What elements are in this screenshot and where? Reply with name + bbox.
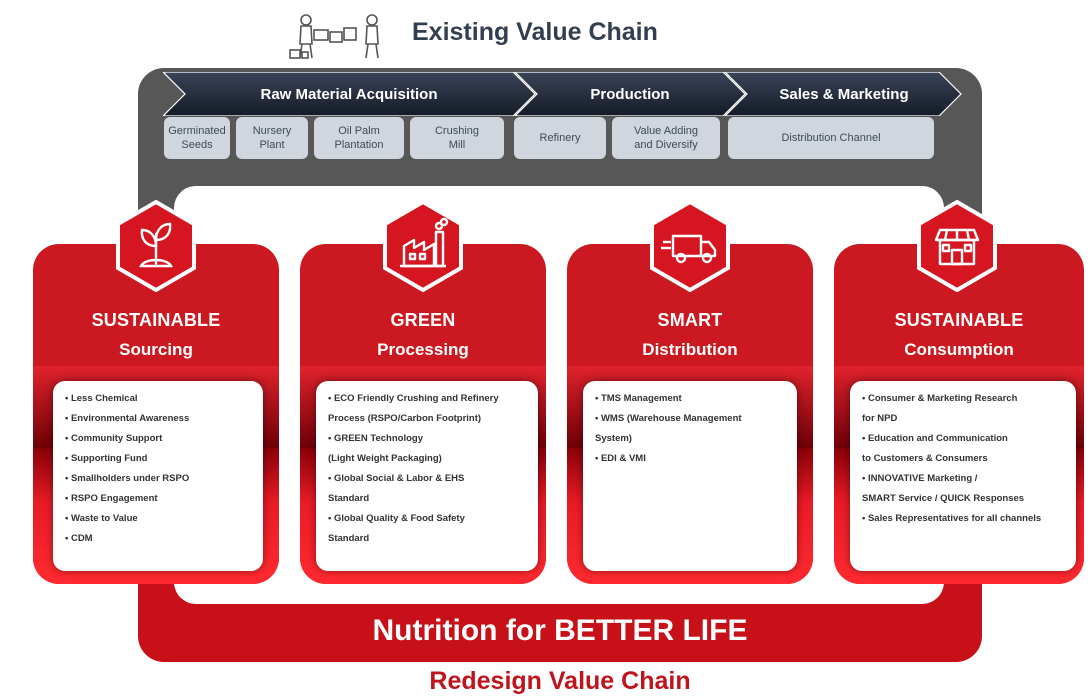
substep-refinery: Refinery: [514, 117, 606, 159]
list-item: • EDI & VMI: [595, 453, 646, 464]
list-item: Standard: [328, 533, 370, 544]
pillar-list: • Less Chemical • Environmental Awarenes…: [53, 381, 263, 571]
stage-production-label: Production: [590, 86, 669, 103]
store-icon: [917, 200, 997, 292]
pillar-title: SUSTAINABLE: [91, 310, 221, 330]
list-item: • RSPO Engagement: [65, 493, 158, 504]
workers-icon: [289, 14, 379, 59]
pillar-subtitle: Consumption: [904, 340, 1014, 359]
list-item: • ECO Friendly Crushing and Refinery: [328, 393, 499, 404]
factory-icon: [383, 200, 463, 292]
pillar-title: SMART: [657, 310, 723, 330]
list-item: • TMS Management: [595, 393, 682, 404]
pillar-title: SUSTAINABLE: [894, 310, 1024, 330]
pillar-subtitle: Processing: [377, 340, 469, 359]
pillar-card-sourcing: SUSTAINABLE Sourcing • Less Chemical • E…: [33, 244, 279, 584]
list-item: Standard: [328, 493, 370, 504]
stage-sales-arrow: [724, 72, 962, 116]
list-item: • Supporting Fund: [65, 453, 148, 464]
substep-distribution-channel: Distribution Channel: [728, 117, 934, 159]
banner-text: Nutrition for BETTER LIFE: [372, 614, 748, 647]
list-item: • Environmental Awareness: [65, 413, 190, 424]
list-item: • Less Chemical: [65, 393, 138, 404]
pillar-title: GREEN: [390, 310, 456, 330]
list-item: • Global Quality & Food Safety: [328, 513, 465, 524]
stage-raw-material-arrow: [163, 72, 536, 116]
pillar-subtitle: Sourcing: [119, 340, 193, 359]
pillar-list: • TMS Management • WMS (Warehouse Manage…: [583, 381, 797, 571]
list-item: • INNOVATIVE Marketing /: [862, 473, 978, 484]
list-item: for NPD: [862, 413, 898, 424]
pillar-list: • ECO Friendly Crushing and Refinery Pro…: [316, 381, 538, 571]
pillar-card-consumption: SUSTAINABLE Consumption • Consumer & Mar…: [834, 244, 1084, 584]
sprout-icon: [116, 200, 196, 292]
pillars-panel: [174, 186, 944, 604]
stage-sales-label: Sales & Marketing: [779, 86, 908, 103]
page-title: Existing Value Chain: [412, 18, 658, 46]
list-item: • WMS (Warehouse Management: [595, 413, 742, 424]
pillar-subtitle: Distribution: [642, 340, 738, 359]
list-item: Process (RSPO/Carbon Footprint): [328, 413, 482, 424]
list-item: to Customers & Consumers: [862, 453, 988, 464]
stage-raw-material-label: Raw Material Acquisition: [261, 86, 438, 103]
list-item: (Light Weight Packaging): [328, 453, 442, 464]
list-item: • Waste to Value: [65, 513, 138, 524]
stage-production-arrow: [514, 72, 746, 116]
delivery-truck-icon: [650, 200, 730, 292]
list-item: • Smallholders under RSPO: [65, 473, 190, 484]
list-item: SMART Service / QUICK Responses: [862, 493, 1025, 504]
value-chain-stages: Raw Material Acquisition Production Sale…: [163, 72, 962, 116]
list-item: • Community Support: [65, 433, 163, 444]
pillar-card-distribution: SMART Distribution • TMS Management • WM…: [567, 244, 813, 584]
pillar-card-processing: GREEN Processing • ECO Friendly Crushing…: [300, 244, 546, 584]
list-item: • Sales Representatives for all channels: [862, 513, 1042, 524]
list-item: • Global Social & Labor & EHS: [328, 473, 465, 484]
list-item: System): [595, 433, 632, 444]
list-item: • Consumer & Marketing Research: [862, 393, 1018, 404]
list-item: • CDM: [65, 533, 93, 544]
pillar-list: • Consumer & Marketing Research for NPD …: [850, 381, 1076, 571]
footer-title: Redesign Value Chain: [429, 667, 691, 695]
list-item: • Education and Communication: [862, 433, 1008, 444]
list-item: • GREEN Technology: [328, 433, 423, 444]
